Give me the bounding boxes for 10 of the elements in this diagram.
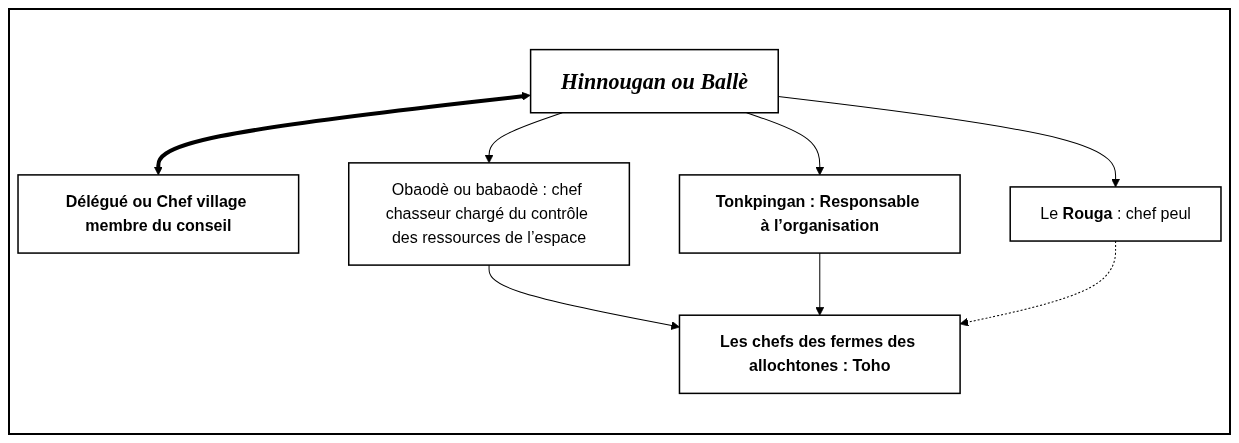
- arrow: [815, 252, 825, 316]
- node-box: [1009, 186, 1222, 242]
- node-box: [678, 174, 961, 254]
- node-box: [17, 174, 300, 254]
- arrow: [153, 91, 531, 176]
- node-box: [529, 48, 779, 114]
- node-box: [678, 314, 961, 395]
- diagram-frame: Hinnougan ou Ballè Délégué ou Chef village membre du conseil Obaodè ou babaodè : chef chasseur chargé du contrôle des ressources de l’espace Tonkpingan : Responsable à l’organisation Le Rouga : chef peul Les chefs des fermes des allochtones : Toho: [8, 8, 1231, 435]
- node-box: [348, 162, 631, 266]
- arrow: [488, 264, 680, 330]
